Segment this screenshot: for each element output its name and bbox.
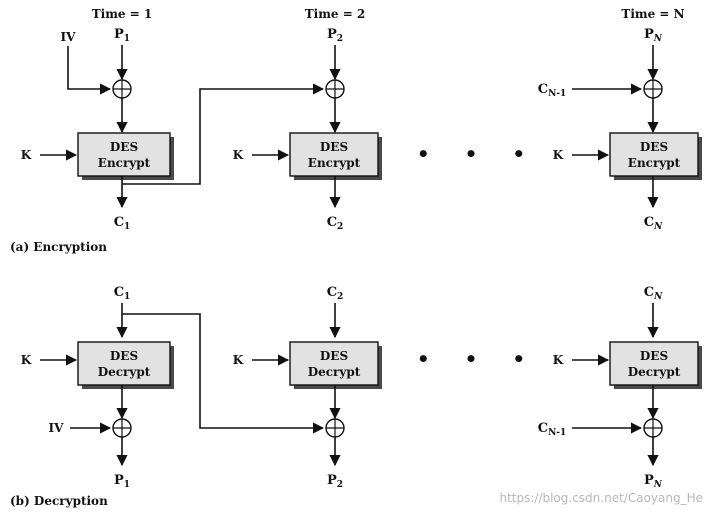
enc-chain-1-2 (122, 83, 325, 185)
svg-text:DES: DES (640, 349, 668, 363)
enc-xor-2 (325, 79, 345, 99)
enc-xor-1 (112, 79, 132, 99)
enc-des-box-2: DES Encrypt (289, 132, 382, 180)
watermark-text: https://blog.csdn.net/Caoyang_He (499, 491, 703, 505)
enc-plaintext-1: P1 (114, 27, 130, 44)
svg-text:DES: DES (110, 140, 138, 154)
dec-key-label-n: K (553, 353, 564, 367)
enc-plaintext-n: PN (644, 27, 663, 44)
enc-ciphertext-n: CN (644, 215, 663, 232)
dec-plaintext-n: PN (644, 473, 663, 490)
enc-iv-arrow (67, 46, 112, 95)
dec-ciphertext-1: C1 (114, 285, 131, 302)
dec-des-box-2: DES Decrypt (289, 341, 382, 389)
enc-plaintext-2: P2 (327, 27, 343, 44)
dec-plaintext-1: P1 (114, 473, 130, 490)
dec-key-label-2: K (233, 353, 244, 367)
time-label-1: Time = 1 (92, 7, 153, 21)
enc-ellipsis: • • • (417, 142, 539, 166)
enc-key-label-2: K (233, 148, 244, 162)
svg-text:Decrypt: Decrypt (98, 365, 151, 379)
encryption-section: P1 IV DES Encrypt K C1 P2 (10, 27, 702, 254)
svg-text:Encrypt: Encrypt (308, 156, 361, 170)
dec-ellipsis: • • • (417, 347, 539, 371)
time-label-2: Time = 2 (305, 7, 366, 21)
dec-key-label-1: K (21, 353, 32, 367)
enc-ciphertext-2: C2 (327, 215, 344, 232)
dec-chain-1-2 (122, 313, 325, 434)
svg-text:DES: DES (320, 349, 348, 363)
svg-text:DES: DES (110, 349, 138, 363)
svg-text:Decrypt: Decrypt (308, 365, 361, 379)
decryption-caption: (b) Decryption (10, 494, 108, 508)
svg-text:Encrypt: Encrypt (628, 156, 681, 170)
dec-ciphertext-2: C2 (327, 285, 344, 302)
enc-iv-label: IV (61, 30, 77, 44)
encryption-caption: (a) Encryption (10, 240, 107, 254)
dec-xor-n (643, 418, 663, 438)
enc-key-label-1: K (21, 148, 32, 162)
dec-des-box-n: DES Decrypt (609, 341, 702, 389)
svg-text:DES: DES (320, 140, 348, 154)
enc-des-box-1: DES Encrypt (77, 132, 174, 180)
enc-ciphertext-1: C1 (114, 215, 131, 232)
dec-ciphertext-n: CN (644, 285, 663, 302)
enc-prev-cipher: CN-1 (538, 82, 567, 99)
svg-text:Encrypt: Encrypt (98, 156, 151, 170)
dec-xor-1 (112, 418, 132, 438)
dec-iv-label: IV (49, 421, 65, 435)
dec-plaintext-2: P2 (327, 473, 343, 490)
dec-prev-cipher: CN-1 (538, 421, 567, 438)
enc-des-box-n: DES Encrypt (609, 132, 702, 180)
time-label-n: Time = N (621, 7, 684, 21)
decryption-section: C1 DES Decrypt K IV P1 C2 (10, 285, 702, 508)
enc-key-label-n: K (553, 148, 564, 162)
svg-text:DES: DES (640, 140, 668, 154)
dec-des-box-1: DES Decrypt (77, 341, 174, 389)
svg-text:Decrypt: Decrypt (628, 365, 681, 379)
dec-xor-2 (325, 418, 345, 438)
enc-xor-n (643, 79, 663, 99)
